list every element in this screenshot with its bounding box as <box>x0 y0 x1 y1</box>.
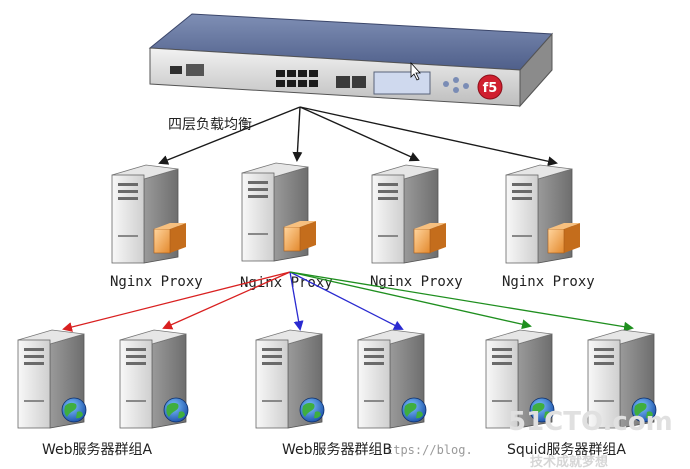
network-ports <box>276 70 318 87</box>
proxy-box-icon <box>153 222 187 254</box>
device-label: 四层负载均衡 <box>168 117 252 133</box>
site-tagline-watermark: 技术成就梦想 <box>530 454 608 469</box>
device-to-proxy-arrows <box>158 106 558 167</box>
web-server-a1 <box>17 329 87 429</box>
arrow-to-proxy-1 <box>158 106 301 165</box>
proxy-box-icon <box>283 220 317 252</box>
arrow-to-proxy-3 <box>299 106 420 162</box>
arrow-to-proxy-4 <box>299 106 558 167</box>
proxy-label-4: Nginx Proxy <box>502 274 595 290</box>
proxy-label-1: Nginx Proxy <box>110 274 203 290</box>
arrow-to-squid-1 <box>289 271 532 330</box>
globe-icon <box>299 397 325 423</box>
load-balancer-device: f5 <box>148 13 554 108</box>
web-server-a2 <box>119 329 189 429</box>
web-server-b1 <box>255 329 325 429</box>
proxy-server-2 <box>241 162 317 262</box>
lcd-panel <box>373 71 431 95</box>
globe-icon <box>61 397 87 423</box>
proxy-server-1 <box>111 164 187 264</box>
site-logo-watermark: 51CTO.com <box>508 407 673 437</box>
globe-icon <box>401 397 427 423</box>
mouse-cursor-icon <box>410 61 421 81</box>
proxy-label-3: Nginx Proxy <box>370 274 463 290</box>
web-server-b2 <box>357 329 427 429</box>
arrow-to-proxy-2 <box>292 106 303 162</box>
proxy-box-icon <box>413 222 447 254</box>
proxy-server-3 <box>371 164 447 264</box>
group-label-web-b: Web服务器群组B <box>282 442 392 458</box>
arrow-to-web-b-1 <box>289 271 304 331</box>
arrow-to-web-b-2 <box>289 271 404 330</box>
arrow-to-web-a-2 <box>162 271 291 330</box>
arrow-to-web-a-1 <box>62 271 291 332</box>
group-label-web-a: Web服务器群组A <box>42 442 153 458</box>
proxy-box-icon <box>547 222 581 254</box>
proxy-to-backend-arrows <box>62 271 634 332</box>
f5-logo: f5 <box>477 74 503 100</box>
proxy-server-4 <box>505 164 581 264</box>
arrow-to-squid-2 <box>289 271 634 332</box>
globe-icon <box>163 397 189 423</box>
f5-badge-text: f5 <box>483 81 498 96</box>
url-watermark: ttps://blog. <box>386 443 473 457</box>
group-label-squid-a: Squid服务器群组A <box>507 442 626 458</box>
